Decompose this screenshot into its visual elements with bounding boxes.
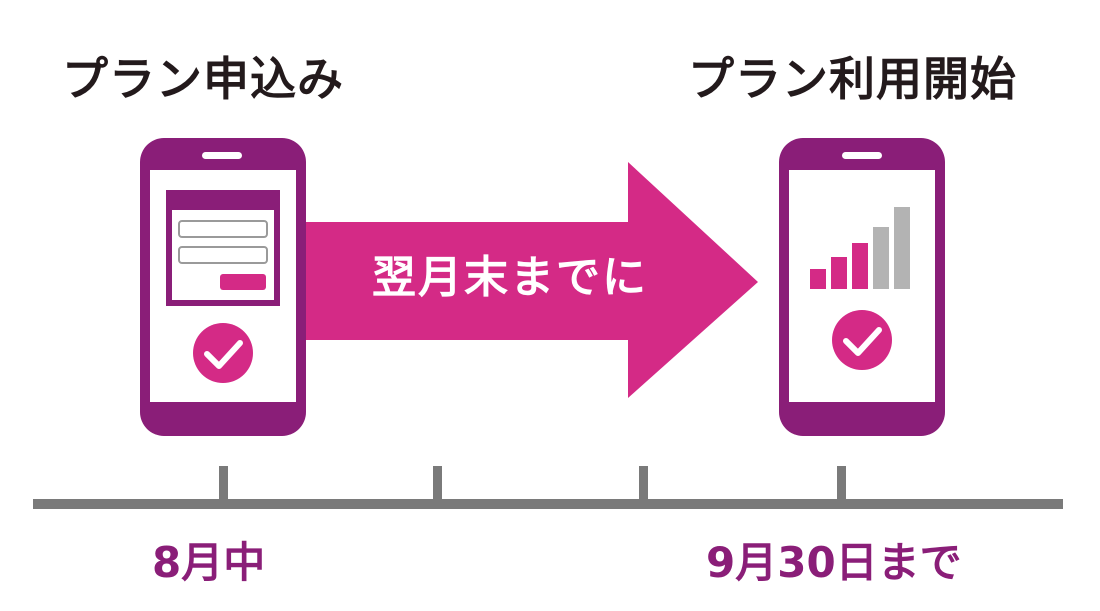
signal-bar-3 (852, 243, 868, 289)
timeline-tick-3 (639, 466, 648, 504)
end-title: プラン利用開始 (688, 52, 1017, 106)
signal-bars-icon (810, 207, 910, 289)
check-circle-icon (193, 323, 253, 383)
form-submit-button (220, 274, 266, 290)
check-circle-right (832, 310, 892, 370)
check-mark-right (843, 327, 882, 356)
form-window-icon (166, 190, 280, 306)
phone-speaker-right (842, 152, 882, 159)
start-title: プラン申込み (62, 52, 344, 106)
check-circle-left (193, 323, 253, 383)
smartphone-form-icon (140, 138, 306, 436)
form-field-1 (178, 220, 268, 238)
timeline-tick-2 (433, 466, 442, 504)
smartphone-signal-icon (779, 138, 945, 436)
phone-speaker-left (202, 152, 242, 159)
form-field-2 (178, 246, 268, 264)
end-date: 9月30日まで (706, 538, 962, 587)
progress-arrow (300, 162, 758, 398)
signal-bar-5 (894, 207, 910, 289)
arrow-label: 翌月末までに (372, 252, 648, 303)
check-circle-icon (832, 310, 892, 370)
signal-bar-1 (810, 269, 826, 289)
signal-bar-2 (831, 257, 847, 289)
signal-bar-4 (873, 227, 889, 289)
timeline (33, 466, 1063, 509)
timeline-axis (33, 499, 1063, 509)
check-mark-left (204, 340, 243, 369)
start-date: 8月中 (152, 538, 266, 587)
timeline-tick-4 (837, 466, 846, 504)
timeline-tick-1 (219, 466, 228, 504)
